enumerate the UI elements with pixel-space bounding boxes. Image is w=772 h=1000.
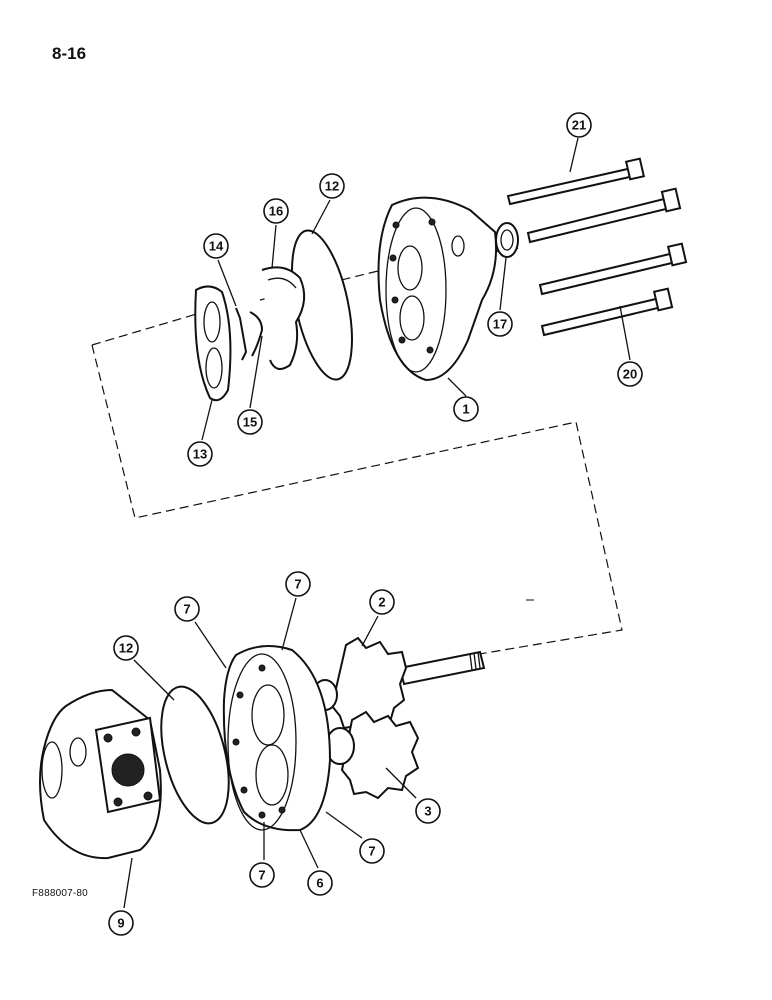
callout-7-bottom-left-label: 7 [258, 868, 265, 883]
callout-15: 15 [237, 409, 263, 435]
tie-bolt-lower [538, 242, 688, 296]
wear-plate-13 [194, 285, 232, 402]
seal-15 [249, 311, 264, 357]
callout-7-bottom-right-label: 7 [368, 844, 375, 859]
callout-7-top-left: 7 [174, 596, 200, 622]
callout-6: 6 [307, 870, 333, 896]
callout-3-label: 3 [424, 804, 431, 819]
callout-7-top-left-label: 7 [183, 602, 190, 617]
seal-14 [235, 307, 248, 361]
backup-seal-16 [261, 266, 306, 370]
callout-7-bottom-right: 7 [359, 838, 385, 864]
callout-17-label: 17 [493, 317, 507, 332]
callout-14-label: 14 [209, 239, 224, 254]
callout-7-top-right-label: 7 [294, 577, 301, 592]
callout-13: 13 [187, 441, 213, 467]
page-number: 8-16 [52, 44, 87, 63]
callout-13-label: 13 [193, 447, 207, 462]
callout-1: 1 [453, 396, 479, 422]
callout-21: 21 [566, 112, 592, 138]
callout-20-label: 20 [623, 367, 637, 382]
callout-15-label: 15 [243, 415, 257, 430]
gear-housing-6 [222, 645, 332, 832]
callout-20: 20 [617, 361, 643, 387]
figure-code: F888007-80 [32, 888, 88, 899]
driven-gear-3 [325, 710, 420, 800]
drive-gear-2 [312, 636, 486, 734]
callout-12-upper-label: 12 [325, 179, 339, 194]
shaft-seal-17 [495, 222, 519, 258]
callout-7-bottom-left: 7 [249, 862, 275, 888]
callout-9: 9 [108, 910, 134, 936]
callout-2: 2 [369, 589, 395, 615]
callout-6-label: 6 [316, 876, 323, 891]
callout-2-label: 2 [378, 595, 385, 610]
callout-12-lower-label: 12 [119, 641, 133, 656]
callout-9-label: 9 [117, 916, 124, 931]
tie-bolt-20 [540, 287, 674, 337]
callout-1-label: 1 [462, 402, 469, 417]
callout-7-top-right: 7 [285, 571, 311, 597]
assembly-centerline [91, 247, 623, 665]
tie-bolt-21 [506, 157, 646, 206]
callout-17: 17 [487, 311, 513, 337]
callout-14: 14 [203, 233, 229, 259]
callout-21-label: 21 [572, 118, 586, 133]
callout-16: 16 [263, 198, 289, 224]
callout-16-label: 16 [269, 204, 283, 219]
callout-3: 3 [415, 798, 441, 824]
rear-housing-1 [377, 196, 498, 382]
callout-12-lower: 12 [113, 635, 139, 661]
front-cover-9 [39, 688, 162, 860]
leader-lines [123, 137, 631, 909]
callout-12-upper: 12 [319, 173, 345, 199]
tie-bolt-upper [526, 187, 682, 244]
o-ring-12-lower [160, 685, 230, 825]
